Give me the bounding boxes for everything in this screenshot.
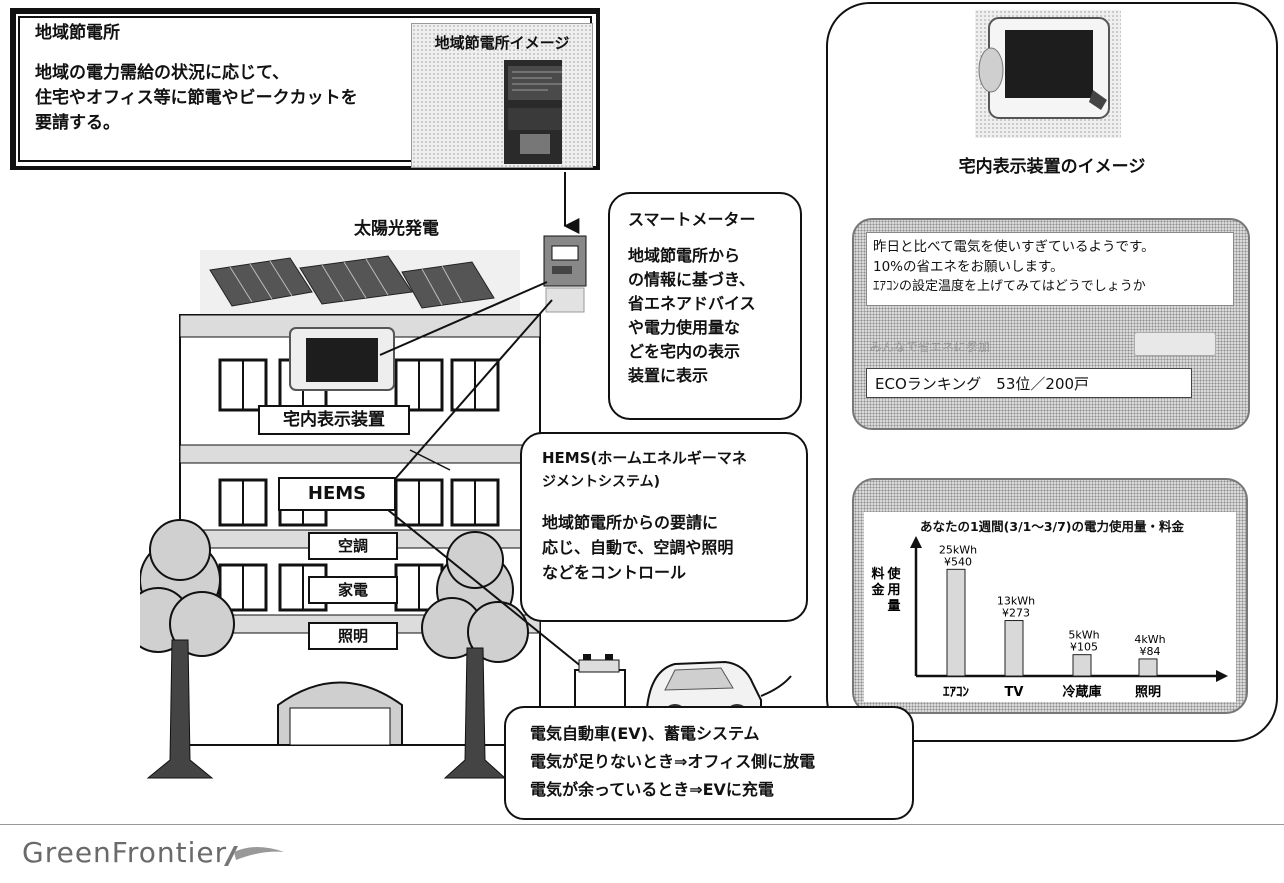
ev-line-1: 電気自動車(EV)、蓄電システム <box>530 724 760 743</box>
green-frontier-wave-icon <box>224 846 284 866</box>
hems-line-2: 応じ、自動で、空調や照明 <box>542 538 734 557</box>
solar-label: 太陽光発電 <box>354 219 439 239</box>
category-label-1: TV <box>1005 685 1024 700</box>
value-label-1: 13kWh <box>997 595 1035 608</box>
sector-desc-1: 地域の電力需給の状況に応じて、 <box>35 63 290 83</box>
x-axis-arrow <box>1216 670 1228 682</box>
control-room-image: 地域節電所イメージ <box>411 23 593 168</box>
value-label-3: 4kWh <box>1134 633 1165 646</box>
bar-2 <box>1072 654 1092 677</box>
ev-line-2: 電気が足りないとき⇒オフィス側に放電 <box>530 752 816 771</box>
cost-label-2: ¥105 <box>1070 641 1098 654</box>
control-room-caption: 地域節電所イメージ <box>434 34 570 52</box>
display-device-caption: 宅内表示装置のイメージ <box>958 157 1146 177</box>
usage-chart-area <box>864 512 1236 702</box>
category-label-0: ｴｱｺﾝ <box>943 685 970 700</box>
hems-line-3: などをコントロール <box>542 563 687 582</box>
category-label-3: 照明 <box>1135 685 1161 700</box>
cost-label-1: ¥273 <box>1002 607 1030 620</box>
in-home-display-tag: 宅内表示装置 <box>258 405 410 435</box>
y-axis-label-char: 金 <box>870 582 885 598</box>
hems-title-line-1: HEMS(ホームエネルギーマネ <box>542 449 747 467</box>
advice-line-2: 10%の省エネをお願いします。 <box>873 259 1064 275</box>
chart-title: あなたの1週間(3/1〜3/7)の電力使用量・料金 <box>919 519 1185 534</box>
smart-meter-line-2: の情報に基づき、 <box>628 270 755 289</box>
air-conditioning-tag: 空調 <box>308 532 398 560</box>
smart-meter-line-1: 地域節電所から <box>628 246 741 265</box>
smart-meter-icon <box>543 235 587 313</box>
smart-meter-title: スマートメーター <box>628 210 756 229</box>
cost-label-3: ¥84 <box>1140 645 1161 658</box>
hems-line-1: 地域節電所からの要請に <box>542 513 719 532</box>
smart-meter-line-4: や電力使用量な <box>628 318 741 337</box>
value-label-0: 25kWh <box>939 543 977 556</box>
bar-1 <box>1004 620 1024 677</box>
building-illustration <box>140 250 541 779</box>
usage-chart-screen: あなたの1週間(3/1〜3/7)の電力使用量・料金 使用量 料金 25kWh¥540… <box>852 478 1248 714</box>
y-axis-label-char: 料 <box>871 566 884 582</box>
hems-tag: HEMS <box>278 477 396 511</box>
ev-callout: 電気自動車(EV)、蓄電システム 電気が足りないとき⇒オフィス側に放電 電気が余… <box>504 706 914 820</box>
footer-divider <box>0 824 1284 825</box>
smart-meter-line-5: どを宅内の表示 <box>628 342 741 361</box>
appliances-tag: 家電 <box>308 576 398 604</box>
y-axis-arrow <box>910 536 922 548</box>
ev-line-3: 電気が余っているとき⇒EVに充電 <box>530 780 774 799</box>
advice-message-box: 昨日と比べて電気を使いすぎているようです。 10%の省エネをお願いします。 ｴｱ… <box>866 232 1234 306</box>
advice-line-3: ｴｱｺﾝの設定温度を上げてみてはどうでしょうか <box>873 279 1146 294</box>
smart-meter-line-3: 省エネアドバイス <box>628 294 756 313</box>
sector-title: 地域節電所 <box>35 23 120 43</box>
bar-3 <box>1138 658 1158 677</box>
join-button[interactable] <box>1134 332 1216 356</box>
cost-label-0: ¥540 <box>944 555 972 568</box>
tablet-photo <box>975 10 1121 138</box>
eco-ranking: ECOランキング 53位／200戸 <box>866 368 1192 398</box>
hems-title-line-2: ジメントシステム) <box>542 474 660 490</box>
y-axis-label-char: 量 <box>887 599 900 614</box>
advice-screen: 昨日と比べて電気を使いすぎているようです。 10%の省エネをお願いします。 ｴｱ… <box>852 218 1250 430</box>
bar-0 <box>946 568 966 677</box>
lighting-tag: 照明 <box>308 622 398 650</box>
y-axis-label-char: 用 <box>886 583 900 598</box>
value-label-2: 5kWh <box>1068 629 1099 642</box>
control-room-photo <box>504 60 562 164</box>
sector-desc-3: 要請する。 <box>35 113 120 133</box>
category-label-2: 冷蔵庫 <box>1062 684 1101 700</box>
green-frontier-logo: GreenFrontier <box>22 836 228 869</box>
regional-power-saving-station-box: 地域節電所 地域の電力需給の状況に応じて、 住宅やオフィス等に節電やビークカット… <box>10 8 600 170</box>
smart-meter-line-6: 装置に表示 <box>628 366 709 385</box>
advice-line-1: 昨日と比べて電気を使いすぎているようです。 <box>873 239 1155 255</box>
sector-desc-2: 住宅やオフィス等に節電やビークカットを <box>35 88 358 108</box>
hems-callout: HEMS(ホームエネルギーマネ ジメントシステム) 地域節電所からの要請に 応じ… <box>520 432 808 622</box>
join-text: みんなで省エネに参加 <box>870 340 991 354</box>
smart-meter-callout: スマートメーター 地域節電所から の情報に基づき、 省エネアドバイス や電力使用… <box>608 192 802 420</box>
y-axis-label-char: 使 <box>886 566 901 582</box>
